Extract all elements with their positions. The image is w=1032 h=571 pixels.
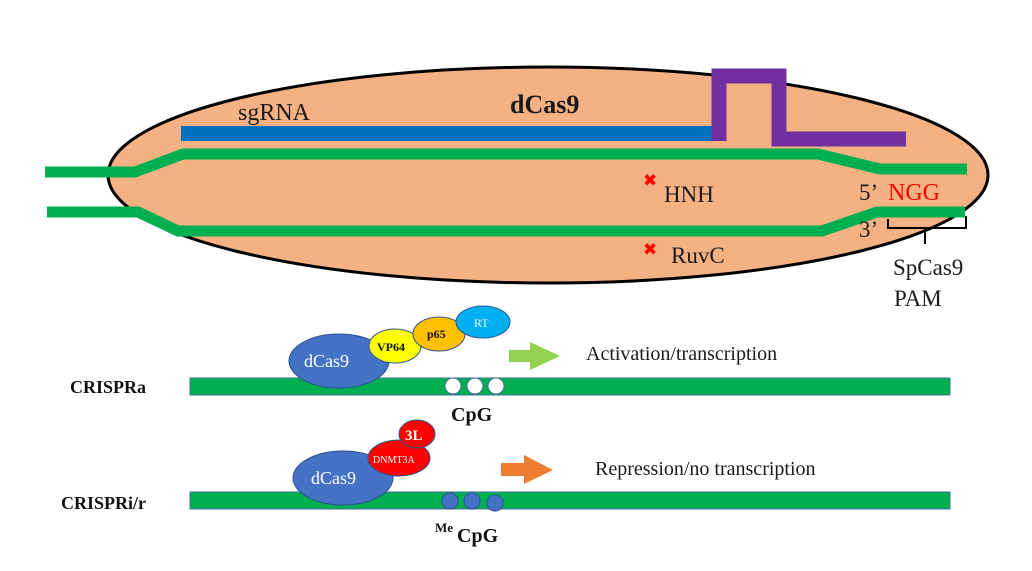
mecpg-label: CpG	[457, 525, 499, 547]
dnmt3a-domain	[367, 439, 431, 477]
crispri-panel: CRISPRi/r dCas9 DNMT3A 3L Me CpG Repress…	[61, 419, 951, 547]
repression-label: Repression/no transcription	[595, 458, 816, 480]
activation-label: Activation/transcription	[586, 343, 777, 365]
cas9-complex-panel: sgRNA dCas9 ✖ HNH ✖ RuvC 5’ NGG 3’ SpCas…	[45, 65, 990, 311]
dna-top-strand	[45, 148, 967, 178]
dnmt3l-label: 3L	[405, 428, 423, 444]
ngg-label: NGG	[888, 180, 940, 206]
three-prime-label: 3’	[859, 217, 878, 242]
vp64-label: VP64	[377, 340, 405, 354]
methylated-cpg-site	[463, 492, 481, 510]
methylated-cpg-site	[486, 494, 504, 512]
cpg-site	[444, 377, 462, 395]
p65-label: p65	[427, 327, 446, 341]
dcas9-label: dCas9	[510, 90, 579, 119]
hnh-label: HNH	[664, 182, 714, 207]
methylated-cpg-site	[441, 492, 459, 510]
sgrna-label: sgRNA	[238, 100, 311, 126]
pam-label-line2: PAM	[894, 286, 942, 311]
dnmt3a-label: DNMT3A	[373, 455, 415, 466]
crispri-row-label: CRISPRi/r	[61, 493, 146, 513]
rt-domain	[455, 305, 511, 339]
crispra-dna-bar	[189, 377, 951, 396]
hnh-mutation-icon: ✖	[643, 171, 657, 191]
dnmt3l-domain	[398, 419, 436, 449]
cpg-site	[466, 377, 484, 395]
five-prime-label: 5’	[859, 180, 878, 205]
repression-arrow-icon	[501, 455, 553, 484]
crispri-dcas9-blob	[292, 450, 394, 506]
cpg-site	[487, 377, 505, 395]
crispra-panel: CRISPRa dCas9 VP64 p65 RT CpG Activation…	[70, 305, 951, 426]
sgrna-scaffold-loop	[711, 68, 906, 147]
activation-arrow-icon	[509, 342, 560, 370]
pam-label-line1: SpCas9	[893, 255, 963, 280]
dna-bottom-strand	[47, 206, 965, 237]
cpg-label: CpG	[451, 404, 493, 426]
crispra-dcas9-label: dCas9	[304, 351, 349, 371]
rt-label: RT	[474, 316, 489, 330]
crispri-dcas9-label: dCas9	[311, 468, 356, 488]
ruvc-mutation-icon: ✖	[643, 240, 657, 260]
crispra-row-label: CRISPRa	[70, 377, 146, 397]
me-superscript: Me	[435, 520, 453, 535]
ruvc-label: RuvC	[671, 243, 725, 268]
pam-bracket	[887, 216, 967, 244]
sgrna-strand	[181, 126, 713, 141]
